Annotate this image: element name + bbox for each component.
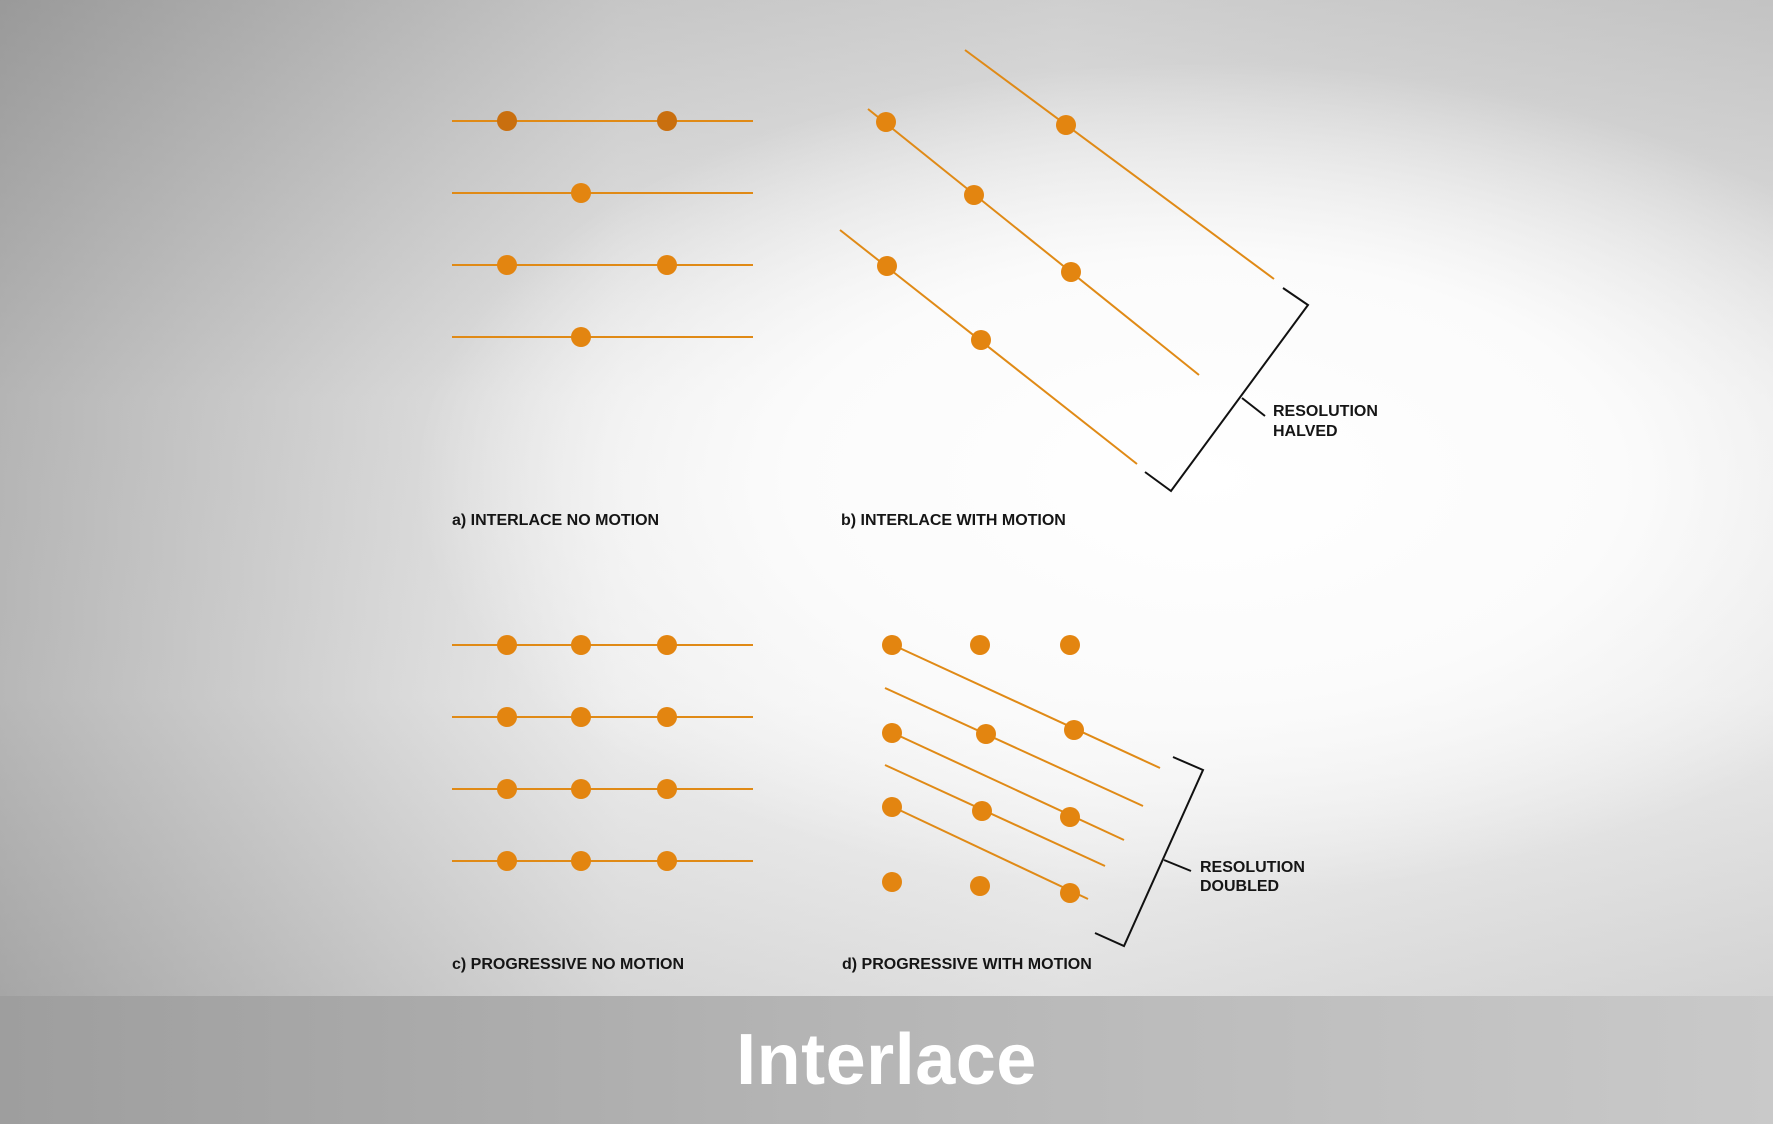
footer-bar: Interlace <box>0 996 1773 1124</box>
pixel-dot <box>1060 807 1080 827</box>
pixel-dot <box>657 707 677 727</box>
pixel-dot <box>657 111 677 131</box>
diagram-area: a) INTERLACE NO MOTION <box>0 0 1773 996</box>
pixel-dot <box>882 723 902 743</box>
pixel-dot <box>1060 883 1080 903</box>
pixel-dot <box>571 183 591 203</box>
panel-a-interlace-no-motion: a) INTERLACE NO MOTION <box>452 111 753 529</box>
pixel-dot <box>571 327 591 347</box>
pixel-dot <box>964 185 984 205</box>
pixel-dot <box>571 707 591 727</box>
pixel-dot <box>571 851 591 871</box>
scan-line <box>867 108 1200 376</box>
pixel-dot <box>657 779 677 799</box>
pixel-dot <box>976 724 996 744</box>
pixel-dot <box>970 635 990 655</box>
interlace-diagram: a) INTERLACE NO MOTION <box>452 49 1382 973</box>
pixel-dot <box>497 707 517 727</box>
footer-title: Interlace <box>736 1020 1037 1100</box>
pixel-dot <box>877 256 897 276</box>
pixel-dot <box>497 635 517 655</box>
panel-c-progressive-no-motion: c) PROGRESSIVE NO MOTION <box>452 635 753 973</box>
pixel-dot <box>497 111 517 131</box>
panel-b-label: b) INTERLACE WITH MOTION <box>841 512 1066 529</box>
pixel-dot <box>571 779 591 799</box>
scan-line <box>884 687 1144 807</box>
pixel-dot <box>657 851 677 871</box>
pixel-dot <box>497 255 517 275</box>
scan-line <box>892 644 1161 769</box>
scan-line <box>892 806 1089 900</box>
pixel-dot <box>972 801 992 821</box>
pixel-dot <box>497 779 517 799</box>
panel-a-label: a) INTERLACE NO MOTION <box>452 512 659 529</box>
pixel-dot <box>497 851 517 871</box>
panel-d-progressive-with-motion: RESOLUTION DOUBLED d) PROGRESSIVE WITH M… <box>842 635 1309 973</box>
panel-c-label: c) PROGRESSIVE NO MOTION <box>452 956 684 973</box>
pixel-dot <box>1064 720 1084 740</box>
pixel-dot <box>970 876 990 896</box>
scan-line <box>964 49 1275 280</box>
pixel-dot <box>971 330 991 350</box>
pixel-dot <box>657 635 677 655</box>
panel-d-label: d) PROGRESSIVE WITH MOTION <box>842 956 1092 973</box>
pixel-dot <box>882 872 902 892</box>
pixel-dot <box>876 112 896 132</box>
resolution-doubled-bracket <box>1094 756 1205 948</box>
resolution-halved-note: RESOLUTION HALVED <box>1273 403 1382 440</box>
pixel-dot <box>571 635 591 655</box>
pixel-dot <box>1056 115 1076 135</box>
scan-line <box>892 732 1125 841</box>
pixel-dot <box>1060 635 1080 655</box>
resolution-halved-bracket <box>1144 287 1310 493</box>
pixel-dot <box>882 635 902 655</box>
resolution-doubled-note: RESOLUTION DOUBLED <box>1200 859 1309 895</box>
pixel-dot <box>657 255 677 275</box>
pixel-dot <box>882 797 902 817</box>
panel-b-interlace-with-motion: RESOLUTION HALVED b) INTERLACE WITH MOTI… <box>839 49 1382 529</box>
scan-line <box>884 764 1106 867</box>
pixel-dot <box>1061 262 1081 282</box>
